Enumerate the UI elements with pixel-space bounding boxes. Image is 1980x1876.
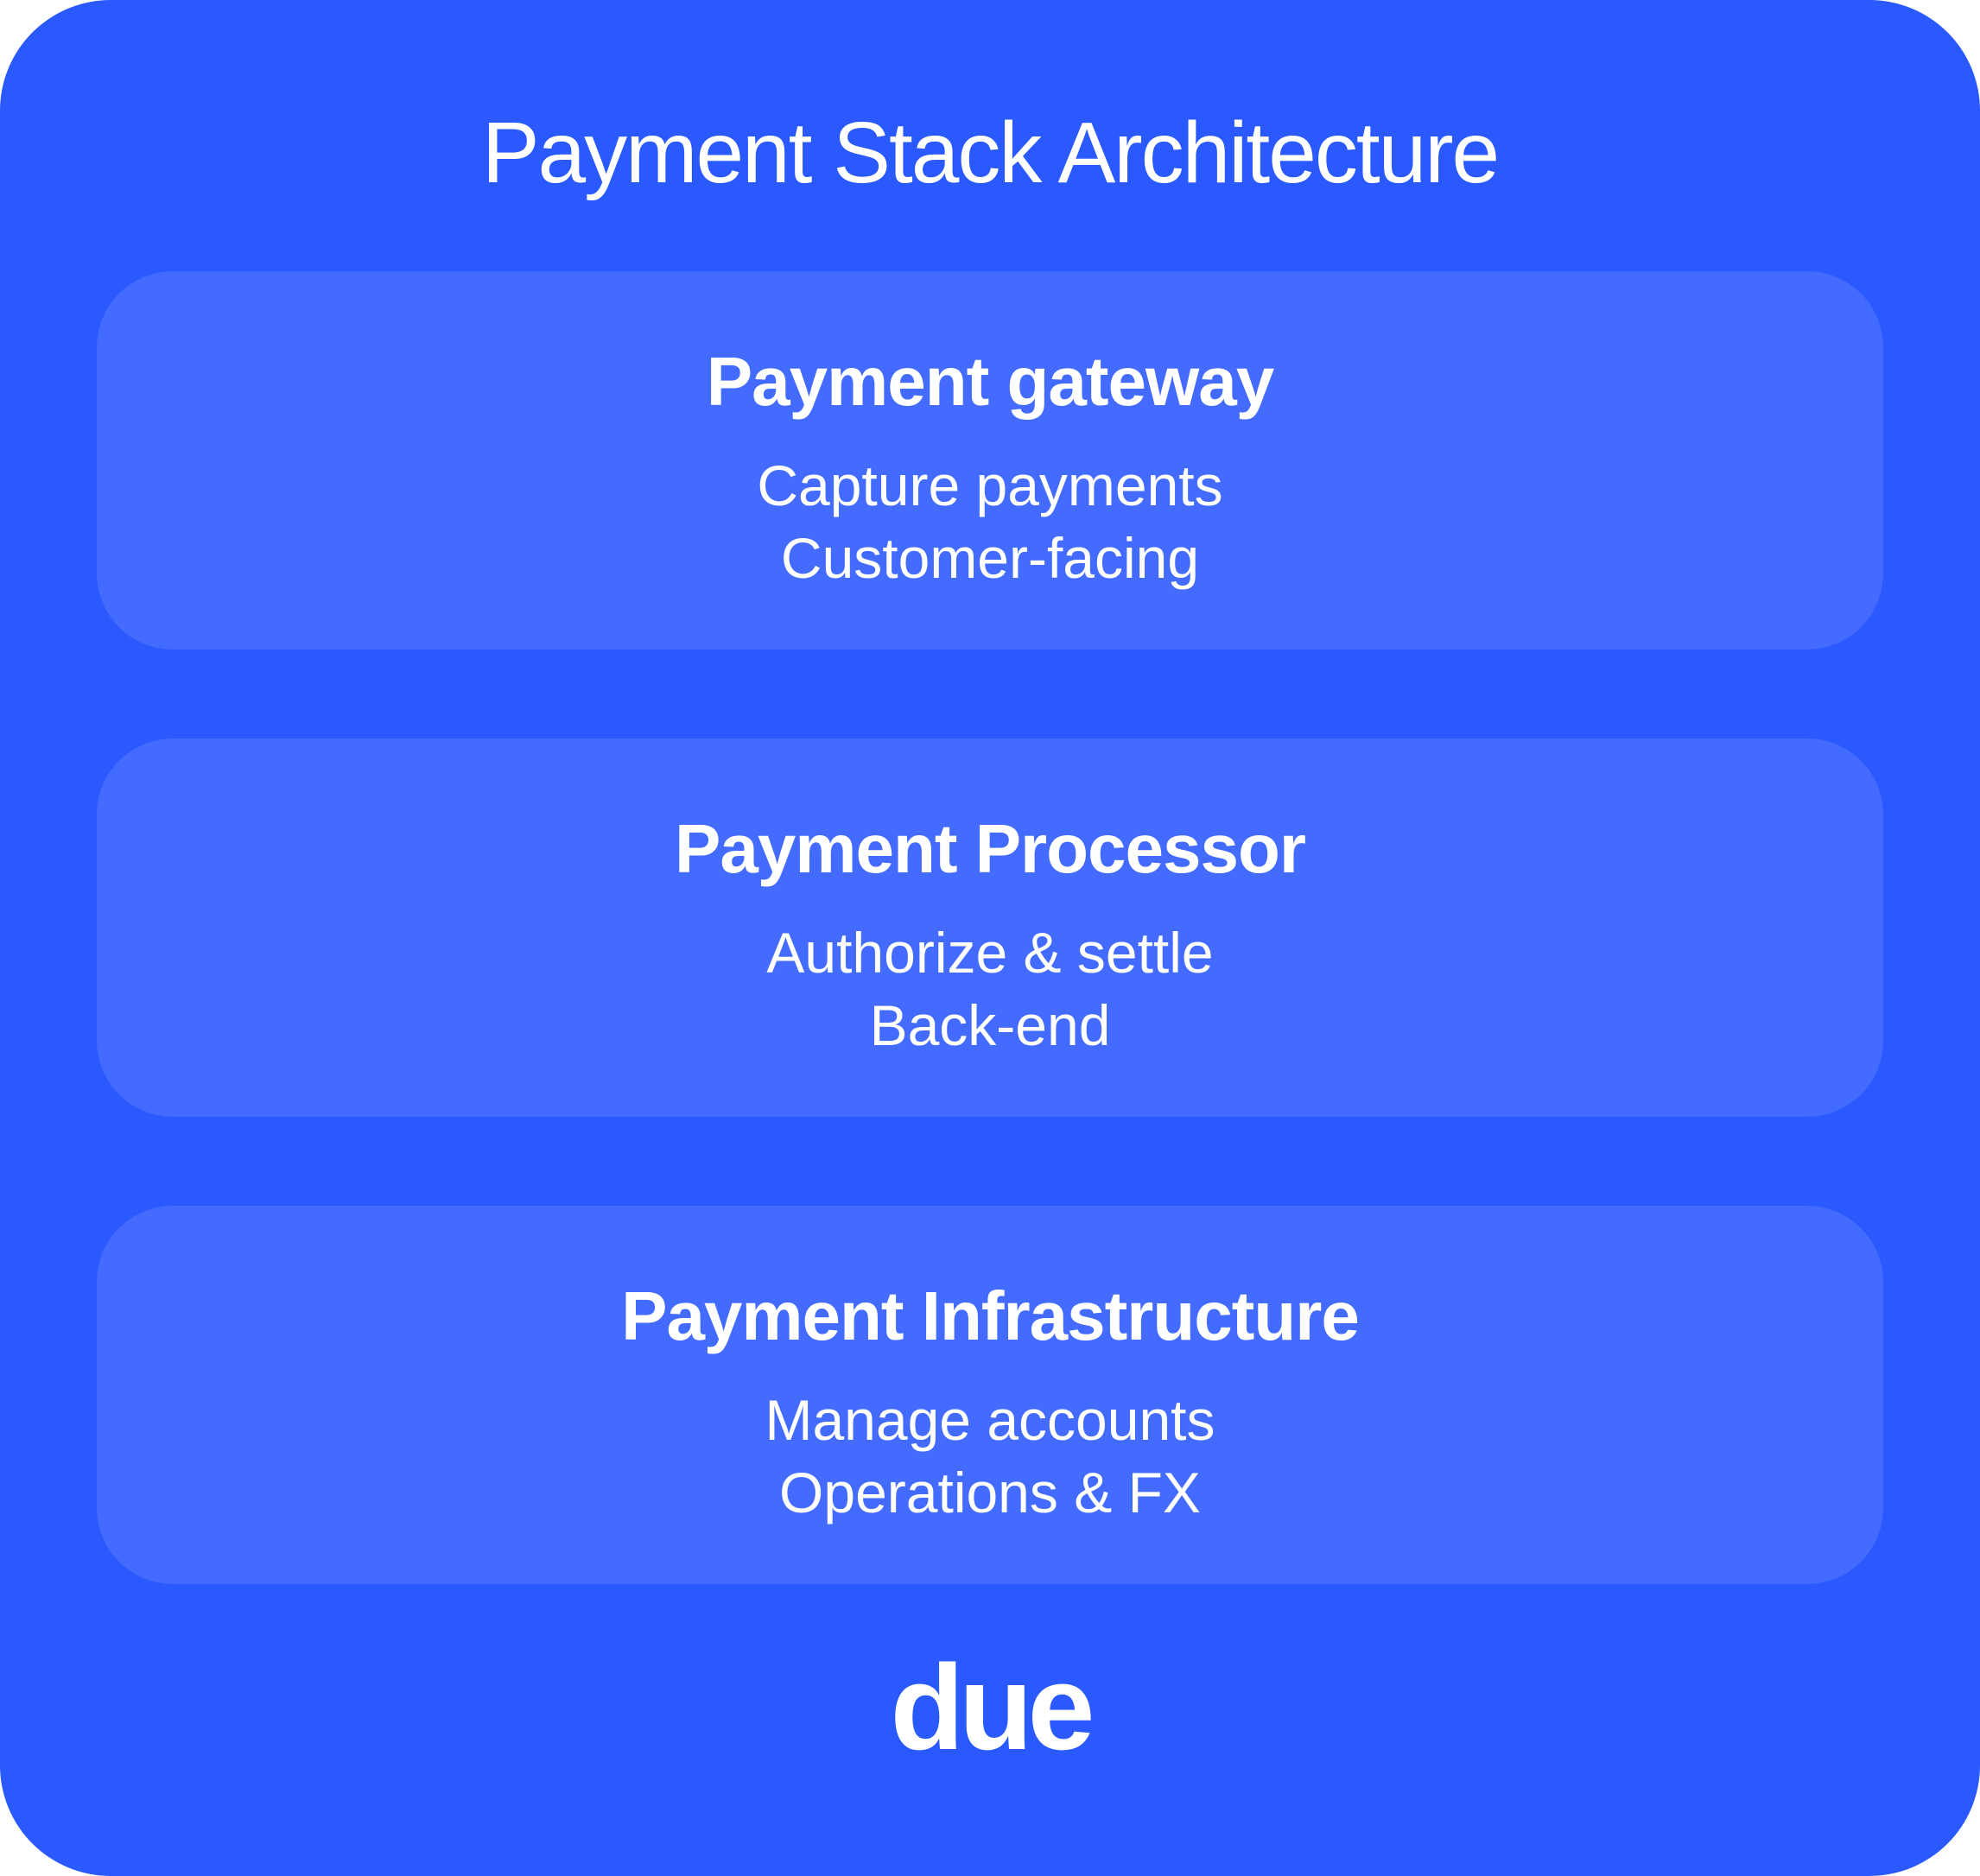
layer-description-line: Customer-facing [780, 526, 1200, 590]
layer-description-line: Back-end [869, 993, 1111, 1057]
layer-description-line: Operations & FX [779, 1461, 1201, 1524]
layer-description-line: Authorize & settle [766, 921, 1214, 985]
layer-payment-gateway: Payment gateway Capture payments Custome… [97, 271, 1883, 650]
due-logo: due [890, 1639, 1095, 1775]
layer-title: Payment Infrastructure [621, 1277, 1360, 1354]
page-title: Payment Stack Architecture [481, 105, 1500, 201]
layer-payment-processor: Payment Processor Authorize & settle Bac… [97, 738, 1883, 1117]
layer-title: Payment Processor [674, 810, 1306, 887]
layer-title: Payment gateway [706, 343, 1274, 420]
layer-description-line: Manage accounts [765, 1388, 1215, 1452]
layer-payment-infrastructure: Payment Infrastructure Manage accounts O… [97, 1206, 1883, 1584]
layer-description-line: Capture payments [757, 453, 1223, 517]
